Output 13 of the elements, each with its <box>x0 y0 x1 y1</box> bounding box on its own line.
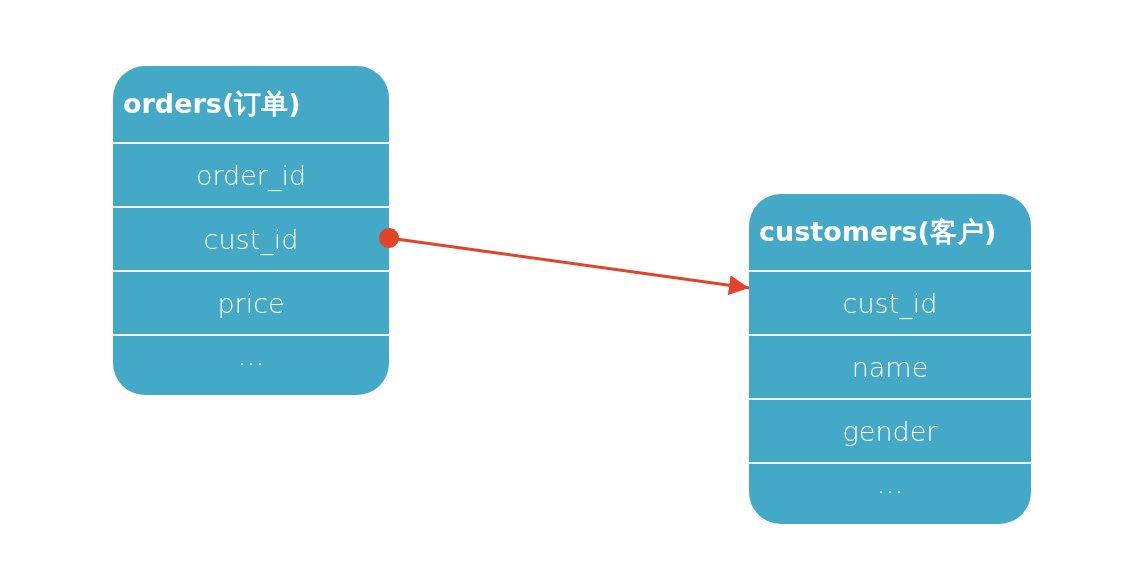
field-name: … <box>237 340 265 371</box>
field-name: gender <box>842 415 938 447</box>
table-card <box>113 66 389 395</box>
table-card <box>749 194 1031 524</box>
field-name: order_id <box>195 159 307 191</box>
field-name: cust_id <box>203 223 299 255</box>
table-title: customers(客户) <box>759 215 997 249</box>
table-title: orders(订单) <box>123 87 301 121</box>
field-name: price <box>217 287 285 319</box>
field-name: cust_id <box>842 287 938 319</box>
arrow <box>379 228 750 296</box>
field-name: … <box>876 468 904 499</box>
field-name: name <box>851 351 929 383</box>
